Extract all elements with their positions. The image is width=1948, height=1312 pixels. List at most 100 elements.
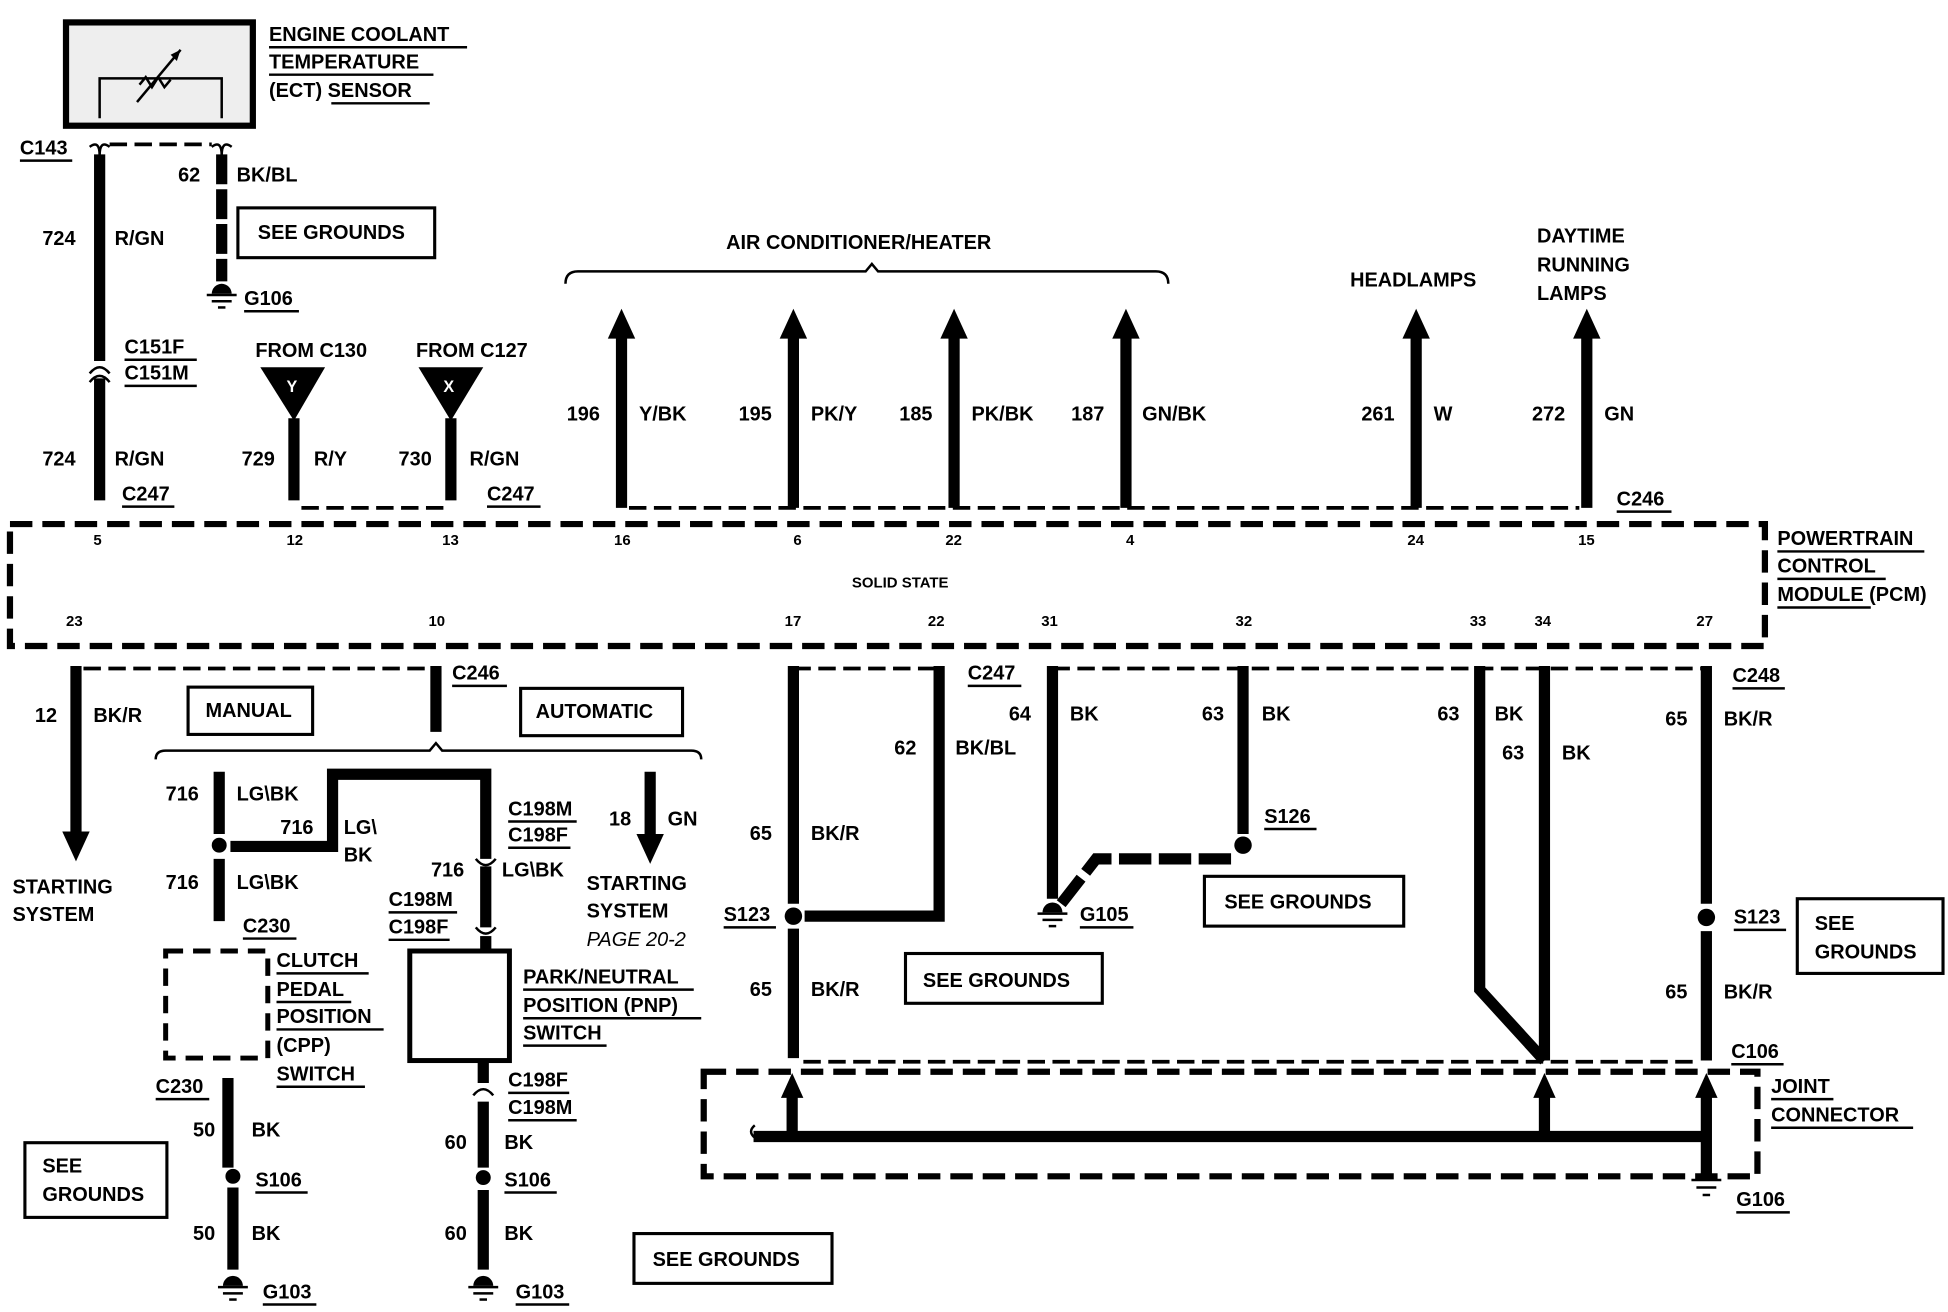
- wire-circuit: 63: [1437, 704, 1459, 726]
- joint-connector-box: [700, 1068, 1761, 1180]
- wire-63-dashed-to-g105[interactable]: [1056, 853, 1239, 908]
- ground-g103-icon: [468, 1275, 499, 1301]
- c246-label: C246: [1617, 488, 1665, 510]
- cpp-label-5: SWITCH: [277, 1063, 356, 1085]
- c198-connector-icon: [474, 926, 497, 935]
- starting-system-left-2: SYSTEM: [12, 904, 94, 926]
- wire-color: BK: [252, 1119, 281, 1141]
- see-grounds-label: SEE GROUNDS: [258, 222, 405, 244]
- splice-s106: [225, 1168, 241, 1184]
- c230-label: C230: [156, 1076, 204, 1098]
- wire-circuit: 724: [42, 449, 75, 471]
- see-grounds-box[interactable]: SEE GROUNDS: [236, 206, 437, 260]
- wire-circuit: 60: [445, 1223, 467, 1245]
- manual-label: MANUAL: [206, 700, 292, 722]
- wire-color: GN: [1604, 404, 1634, 426]
- manual-option-box[interactable]: MANUAL: [186, 685, 315, 736]
- s126-label: S126: [1264, 806, 1311, 828]
- c106-label: C106: [1731, 1041, 1779, 1063]
- s123-label: S123: [1734, 907, 1781, 929]
- splice-s126: [1234, 836, 1252, 854]
- see-grounds-label-2: GROUNDS: [1815, 941, 1917, 963]
- pnp-switch[interactable]: [407, 948, 512, 1064]
- see-grounds-box[interactable]: SEE GROUNDS: [903, 951, 1104, 1005]
- joint-label-1: JOINT: [1771, 1076, 1830, 1098]
- wire-color: BK: [1070, 704, 1099, 726]
- arrow-up-icon: [1695, 1073, 1718, 1098]
- pcm-pin: 31: [1041, 613, 1058, 630]
- wire-716-bridge[interactable]: [230, 768, 492, 859]
- starting-system-page: PAGE 20-2: [587, 929, 686, 951]
- wire-color: BK/BL: [237, 165, 298, 187]
- pcm-pin: 22: [928, 613, 945, 630]
- pcm-pin: 6: [793, 532, 801, 549]
- c246-label: C246: [452, 663, 500, 685]
- splice-marker-y-icon: [260, 367, 326, 421]
- wire-color-line2: BK: [344, 844, 373, 866]
- wire-63-angled[interactable]: [1474, 665, 1549, 1065]
- see-grounds-label: SEE GROUNDS: [653, 1249, 800, 1271]
- see-grounds-box[interactable]: SEE GROUNDS: [1202, 874, 1406, 928]
- c143-connector-icon: [210, 143, 233, 156]
- wire-circuit: 716: [166, 783, 199, 805]
- see-grounds-box[interactable]: SEE GROUNDS: [632, 1232, 834, 1285]
- arrow-up-icon: [940, 308, 968, 339]
- s106-label: S106: [255, 1169, 302, 1191]
- pnp-label-1: PARK/NEUTRAL: [523, 966, 679, 988]
- pcm-label-2: CONTROL: [1777, 556, 1875, 578]
- g106-label: G106: [244, 288, 293, 310]
- see-grounds-box[interactable]: SEE GROUNDS: [1795, 897, 1945, 975]
- wire-62-loop[interactable]: [804, 665, 945, 922]
- pcm-pin: 22: [945, 532, 962, 549]
- pcm-box: [6, 520, 1769, 650]
- cpp-label-4: (CPP): [277, 1035, 331, 1057]
- wire-color: LG\BK: [502, 859, 565, 881]
- wire-color: R/GN: [470, 449, 520, 471]
- wire-circuit: 62: [894, 737, 916, 759]
- wire-color: BK/BL: [955, 737, 1016, 759]
- pcm-pin: 12: [286, 532, 303, 549]
- wire-circuit: 724: [42, 228, 75, 250]
- wire-circuit: 195: [739, 404, 772, 426]
- c247-label: C247: [968, 663, 1016, 685]
- arrow-down-icon: [62, 831, 90, 862]
- starting-system-right-2: SYSTEM: [587, 900, 669, 922]
- c151m-label: C151M: [125, 363, 189, 385]
- c247-label: C247: [122, 483, 170, 505]
- wire-color: Y/BK: [639, 404, 687, 426]
- wire-circuit: 12: [35, 705, 57, 727]
- ground-g106-icon: [206, 283, 237, 309]
- pcm-pin: 4: [1126, 532, 1135, 549]
- drl-label-3: LAMPS: [1537, 283, 1607, 305]
- pcm-pin: 16: [614, 532, 631, 549]
- wire-circuit: 63: [1502, 742, 1524, 764]
- arrow-up-icon: [779, 308, 808, 339]
- see-grounds-box[interactable]: SEE GROUNDS: [23, 1141, 169, 1219]
- wire-circuit: 65: [1665, 709, 1687, 731]
- wire-color: BK/R: [811, 823, 860, 845]
- pnp-switch-body: [407, 948, 512, 1064]
- pcm-pin: 15: [1578, 532, 1595, 549]
- wire-circuit: 261: [1361, 404, 1394, 426]
- automatic-option-box[interactable]: AUTOMATIC: [519, 686, 685, 738]
- pcm-label-3: MODULE (PCM): [1777, 584, 1926, 606]
- joint-connector[interactable]: [700, 1068, 1761, 1180]
- cpp-label-1: CLUTCH: [277, 950, 359, 972]
- arrow-down-icon: [636, 834, 664, 864]
- wire-color: BK: [1495, 704, 1524, 726]
- wire-color: GN/BK: [1142, 404, 1207, 426]
- pcm-module[interactable]: [6, 520, 1769, 650]
- cpp-switch-body: [163, 948, 271, 1061]
- c248-label: C248: [1733, 665, 1781, 687]
- pnp-label-2: POSITION (PNP): [523, 995, 678, 1017]
- c247-label: C247: [487, 483, 535, 505]
- see-grounds-label: SEE GROUNDS: [1224, 892, 1371, 914]
- wire-color: PK/BK: [972, 404, 1035, 426]
- arrow-up-icon: [607, 308, 636, 339]
- ect-sensor[interactable]: [62, 19, 256, 129]
- marker-y: Y: [286, 378, 297, 396]
- pcm-pins-top: 5 12 13 16 6 22 4 24 15: [93, 532, 1594, 549]
- wire-circuit: 50: [193, 1119, 215, 1141]
- pcm-pin: 10: [428, 613, 445, 630]
- cpp-switch[interactable]: [163, 948, 271, 1061]
